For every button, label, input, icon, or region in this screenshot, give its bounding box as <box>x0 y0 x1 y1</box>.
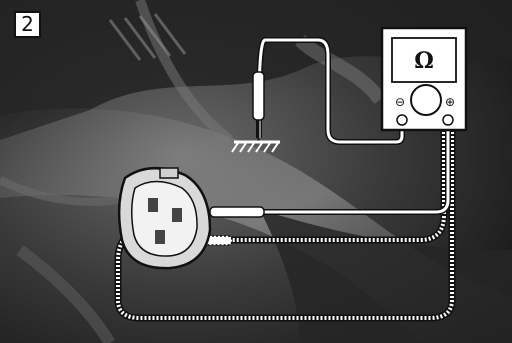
step-number-badge: 2 <box>14 11 41 38</box>
selector-dial <box>411 85 441 115</box>
negative-terminal-label: ⊖ <box>395 95 405 109</box>
ohm-symbol: Ω <box>414 48 434 74</box>
multimeter: Ω ⊖ ⊕ <box>382 28 466 130</box>
positive-terminal-label: ⊕ <box>445 95 455 109</box>
connector-pin-1 <box>148 198 158 212</box>
ground-probe-handle <box>253 72 264 120</box>
connector-pin-3 <box>155 230 165 244</box>
negative-jack <box>397 115 407 125</box>
connector <box>119 168 210 268</box>
positive-jack <box>443 115 453 125</box>
positive-probe-handle <box>210 207 264 217</box>
connector-pin-2 <box>172 208 182 222</box>
connector-latch <box>160 168 178 178</box>
connector-face <box>132 182 197 257</box>
